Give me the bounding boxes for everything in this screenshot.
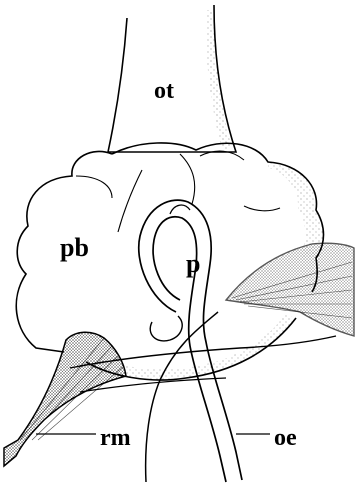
lobe-fold-lines bbox=[76, 151, 280, 232]
small-lobe bbox=[150, 316, 182, 341]
label-p: p bbox=[186, 249, 200, 278]
label-rm: rm bbox=[100, 425, 131, 451]
label-pb: pb bbox=[60, 233, 89, 262]
label-ot: ot bbox=[154, 78, 174, 104]
label-oe: oe bbox=[274, 425, 297, 451]
loop-tip bbox=[170, 205, 190, 214]
